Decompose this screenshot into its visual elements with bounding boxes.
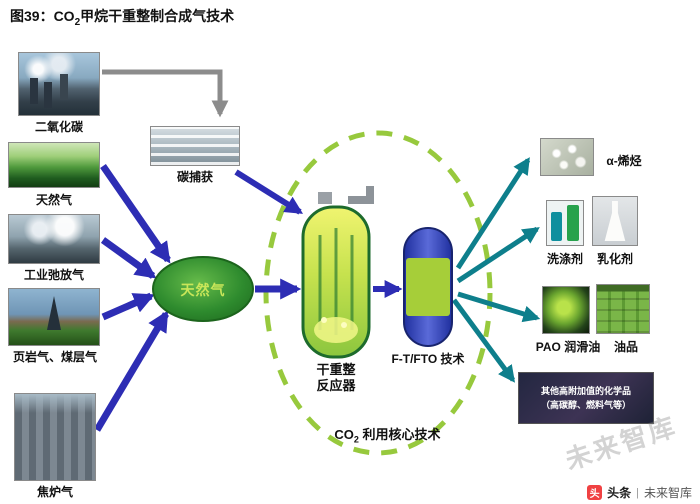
co2-source-label: 二氧化碳 [34,120,83,134]
carbon-capture-label: 碳捕获 [176,170,213,184]
arrow-co2-to-capture [102,69,229,118]
arrow-purgegas-to-hub [100,237,157,279]
alpha-olefin-image [540,138,594,176]
footer-site-text: 未来智库 [643,486,692,500]
carbon-capture-image [150,126,240,166]
arrow-capture-to-core [234,169,304,215]
footer-branding: 头 头条 | 未来智库 [587,484,692,501]
arrow-ft-to-others [451,298,516,383]
dry-reforming-reactor-vessel [301,186,374,359]
core-label-subscript: 2 [353,434,359,445]
core-label-suffix: 利用核心技术 [358,427,441,442]
detergent-label: 洗涤剂 [546,252,583,266]
core-label-prefix: CO [334,427,354,442]
pao-lubricant-image [542,286,590,334]
detergent-image [546,200,584,246]
co2-core-boundary-ellipse [263,130,493,456]
figure-title-subscript: 2 [74,16,81,28]
figure-title-prefix: 图39：CO [10,8,75,24]
pao-lubricant-label: PAO 润滑油 [535,340,601,354]
purgegas-source-label: 工业弛放气 [23,268,84,282]
shalegas-source-image [8,288,100,346]
naturalgas-source-image [8,142,100,188]
footer-separator: | [636,486,639,499]
figure-title: 图39：CO2甲烷干重整制合成气技术 [10,6,234,28]
toutiao-logo-icon: 头 [587,485,603,500]
oil-products-label: 油品 [613,340,638,354]
cokegas-source-label: 焦炉气 [36,485,73,499]
arrow-cokegas-to-hub [93,310,170,432]
naturalgas-hub-label: 天然气 [180,282,226,298]
reactor-label: 干重整 反应器 [296,362,376,393]
other-chemicals-box: 其他高附加值的化学品 （高碳醇、燃料气等） [518,372,654,424]
purgegas-source-image [8,214,100,264]
other-chemicals-line1: 其他高附加值的化学品 [540,385,631,396]
arrow-shalegas-to-hub [101,292,155,321]
arrow-ft-to-detergent [456,226,540,284]
footer-brand-text: 头条 [607,486,632,500]
ft-technology-label: F-T/FTO 技术 [391,352,465,366]
reactor-label-line2: 反应器 [316,377,356,393]
figure-title-suffix: 甲烷干重整制合成气技术 [80,8,235,24]
emulsifier-label: 乳化剂 [596,252,633,266]
reactor-label-line1: 干重整 [316,362,356,377]
other-chemicals-line2: （高碳醇、燃料气等） [540,400,631,410]
ft-fto-vessel [403,227,453,347]
core-technology-label: CO2 利用核心技术 [310,424,465,445]
arrow-ft-to-pao [457,291,541,323]
emulsifier-image [592,196,638,246]
cokegas-source-image [14,393,96,481]
oil-products-image [596,284,650,334]
shalegas-source-label: 页岩气、煤层气 [12,350,97,364]
alpha-olefin-label: α-烯烃 [606,154,642,168]
co2-source-image [18,52,100,116]
naturalgas-source-label: 天然气 [35,193,72,207]
arrow-ft-to-olefin [455,157,531,270]
